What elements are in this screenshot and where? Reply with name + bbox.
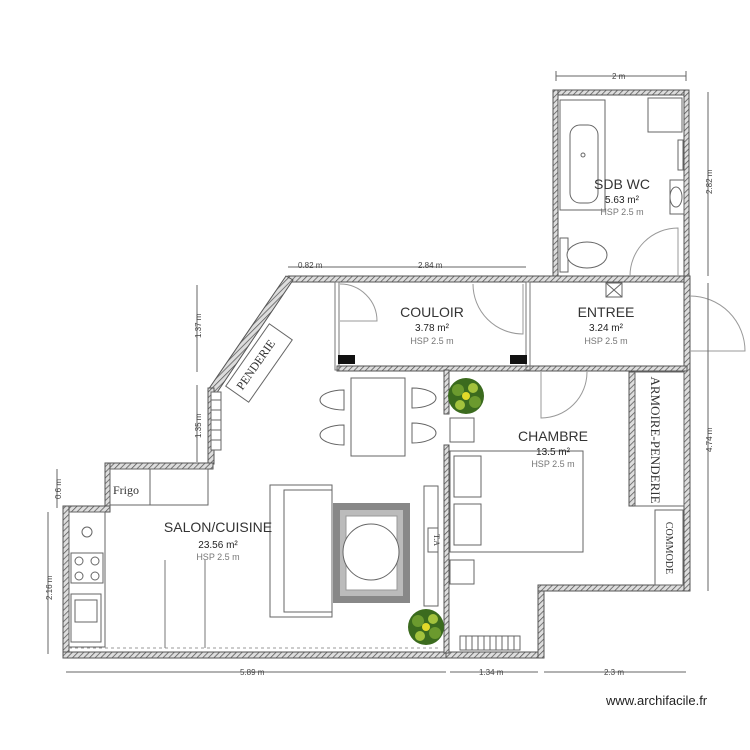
kitchen-knob: [81, 526, 93, 538]
watermark: www.archifacile.fr: [606, 693, 708, 708]
sdb-cabinet: [647, 97, 683, 133]
wall-left-lower: [62, 505, 70, 659]
room-salon-hsp: HSP 2.5 m: [196, 552, 239, 562]
hob-ring-2: [90, 556, 100, 566]
doors: [69, 227, 746, 649]
hob-ring-4: [90, 571, 100, 581]
salon-furniture: [68, 323, 439, 648]
room-sdb-hsp: HSP 2.5 m: [600, 207, 643, 217]
room-couloir-area: 3.78 m²: [415, 323, 450, 334]
wall-couloir-left: [334, 281, 340, 371]
dim-right-height: 4.74 m: [705, 427, 714, 452]
door-chambre: [540, 371, 588, 419]
plant-icon: [448, 378, 484, 414]
dim-left-mid: 1.35 m: [194, 413, 203, 438]
wall-chambre-left: [443, 369, 450, 415]
wall-chambre-bottom-right: [537, 584, 691, 592]
room-chambre-name: CHAMBRE: [518, 428, 588, 444]
radiator: [459, 635, 521, 651]
door-sdb: [629, 227, 679, 277]
door-couloir-1: [339, 283, 378, 322]
bath-drain: [580, 152, 586, 158]
hob-ring-1: [74, 556, 84, 566]
dim-bottom-salon: 5.89 m: [240, 668, 265, 677]
marker-couloir-left: [338, 355, 355, 364]
tv-screen: [427, 527, 439, 553]
room-salon-name: SALON/CUISINE: [164, 519, 272, 535]
dim-left-lower: 2.16 m: [45, 575, 54, 600]
kitchen-sink-basin: [74, 599, 98, 623]
dim-couloir-width: 2.84 m: [418, 261, 443, 270]
wall-chambre-lower-right: [537, 584, 545, 659]
wall-bottom-mid: [445, 651, 542, 659]
frigo: [109, 468, 151, 506]
label-ta: T.A: [432, 534, 441, 546]
pillow-1: [453, 455, 482, 498]
room-sdb-area: 5.63 m²: [605, 195, 640, 206]
door-entree-ext: [689, 295, 746, 352]
plant-icon: [408, 609, 444, 645]
commode: [654, 509, 684, 586]
room-couloir-name: COULOIR: [400, 304, 464, 320]
chair-1: [319, 389, 345, 411]
door-couloir-2: [472, 283, 524, 335]
wall-chambre-left-2: [443, 444, 450, 654]
kitchen-unit: [149, 468, 209, 506]
room-entree-name: ENTREE: [578, 304, 635, 320]
marker-couloir-right: [510, 355, 527, 364]
wall-sdb-right: [683, 89, 690, 279]
label-frigo: Frigo: [113, 483, 139, 497]
room-entree-area: 3.24 m²: [589, 323, 624, 334]
dim-sdb-width: 2 m: [612, 72, 626, 81]
room-couloir-hsp: HSP 2.5 m: [410, 336, 453, 346]
towel-rail: [677, 139, 684, 171]
room-salon-area: 23.56 m²: [198, 540, 238, 551]
chair-4: [411, 422, 437, 444]
dim-top-left-small: 0.82 m: [298, 261, 323, 270]
nightstand-2: [449, 559, 475, 585]
toilet-bowl: [566, 241, 608, 269]
dim-bottom-mid: 1.34 m: [479, 668, 504, 677]
room-entree-hsp: HSP 2.5 m: [584, 336, 627, 346]
wall-top-couloir: [287, 275, 689, 283]
label-armoire: ARMOIRE-PENDERIE: [648, 376, 663, 503]
hob-ring-3: [74, 571, 84, 581]
room-chambre-hsp: HSP 2.5 m: [531, 459, 574, 469]
dim-left-upper: 1.37 m: [194, 313, 203, 338]
bathtub-inner: [569, 124, 599, 204]
room-chambre-area: 13.5 m²: [536, 447, 571, 458]
wall-step-top: [104, 462, 214, 470]
wall-bottom-salon: [62, 651, 447, 659]
dimension-lines: [47, 71, 709, 673]
wall-right: [683, 275, 691, 592]
sink-basin: [669, 186, 683, 208]
sofa-seat: [283, 489, 333, 613]
sdb-furniture: [559, 97, 685, 273]
wall-sdb-top: [552, 89, 689, 96]
penderie: [225, 323, 293, 403]
label-commode: COMMODE: [663, 522, 674, 574]
chair-3: [411, 387, 437, 409]
wall-step-left: [104, 462, 111, 509]
dining-table: [350, 377, 406, 457]
dim-sdb-height: 2.82 m: [705, 169, 714, 194]
chair-2: [319, 424, 345, 446]
armoire: [634, 371, 685, 507]
wall-armoire: [628, 371, 636, 507]
radiator-salon: [210, 391, 222, 451]
pillow-2: [453, 503, 482, 546]
walls: [62, 89, 691, 659]
wall-left-cuisine-top: [62, 505, 111, 513]
nightstand-1: [449, 417, 475, 443]
round-table: [342, 523, 400, 581]
room-sdb-name: SDB WC: [594, 176, 650, 192]
wall-couloir-entree: [525, 281, 531, 371]
wall-couloir-bottom: [336, 365, 688, 372]
dim-bottom-right: 2.3 m: [604, 668, 624, 677]
dim-left-small: 0.6 m: [54, 479, 63, 499]
chambre-furniture: [210, 371, 685, 651]
wall-sdb-left: [552, 89, 559, 279]
